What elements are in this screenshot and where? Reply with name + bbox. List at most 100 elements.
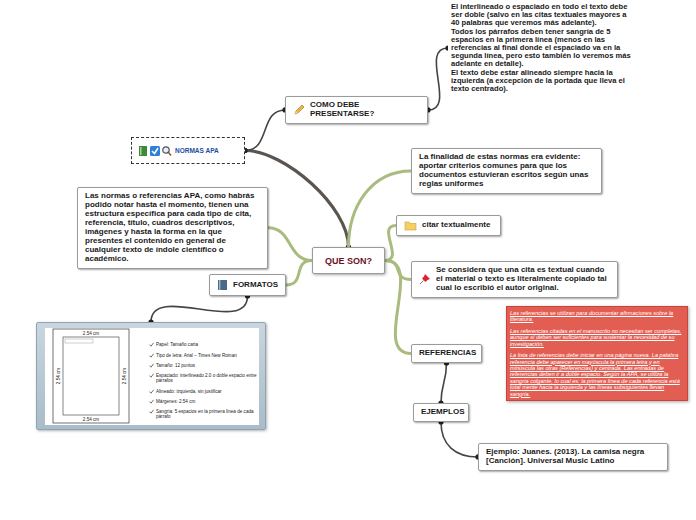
topic-box: Ejemplo: Juanes. (2013). La camisa negra…: [478, 443, 668, 471]
format-list: Papel: Tamaño cartaTipo de letra: Arial …: [149, 340, 261, 422]
connector: [425, 45, 450, 112]
connector: [148, 293, 250, 324]
topic-box: citar textualmente: [396, 215, 501, 236]
book-cover: [218, 280, 227, 290]
list-item: Papel: Tamaño carta: [149, 342, 261, 347]
list-item: Espaciado: interlineado 2.0 o doble espa…: [149, 373, 261, 384]
node-text: REFERENCIAS: [419, 349, 476, 358]
connector: [242, 107, 287, 153]
list-item: Tipo de letra: Arial – Times New Roman: [149, 353, 261, 358]
check-mark: [149, 342, 154, 347]
header-mark: [65, 339, 93, 343]
node-text: EJEMPLOS: [421, 408, 465, 417]
book-icon: [217, 279, 228, 291]
node-text: El texto debe estar alineado siempre hac…: [451, 69, 631, 94]
connector-line: [441, 422, 478, 457]
node-text: La finalidad de estas normas era evident…: [419, 153, 594, 189]
node-text: NORMAS APA: [175, 147, 219, 154]
connector: [385, 261, 411, 354]
connector: [438, 419, 480, 459]
list-text: Tipo de letra: Arial – Times New Roman: [156, 353, 237, 358]
pencil-body: [295, 105, 304, 114]
topic-box: REFERENCIAS: [411, 344, 482, 363]
connector-line: [286, 261, 312, 286]
node-text: Todos los párrafos deben tener sangría d…: [451, 28, 631, 69]
pin-icon: [419, 273, 431, 285]
node-text: FORMATOS: [233, 281, 278, 290]
node-text: COMO DEBE PRESENTARSE?: [310, 101, 420, 119]
page-outline: [53, 329, 129, 423]
connector: [286, 261, 312, 286]
topic-box: Las normas o referencias APA, como habrá…: [77, 187, 268, 269]
topic-box: FORMATOS: [209, 274, 286, 296]
book-icon: [139, 146, 147, 156]
check-mark: [149, 373, 154, 378]
connector-line: [428, 48, 448, 110]
node-text: La lista de referencias debe iniciar en …: [510, 352, 684, 397]
check-mark: [149, 353, 154, 358]
check-mark: [149, 409, 154, 414]
sticky-note: Las referencias se utilizan para documen…: [506, 306, 688, 401]
magnifier-icon: [163, 146, 169, 152]
check-icon: [150, 146, 160, 156]
connector-line: [151, 296, 248, 322]
check-stroke: [150, 410, 154, 413]
node-text: Las referencias citadas en el manuscrito…: [510, 328, 684, 347]
check-stroke: [150, 353, 154, 356]
connector: [438, 360, 449, 405]
check-mark: [149, 389, 154, 394]
node-text: Se considera que una cita es textual cua…: [436, 266, 610, 293]
main-topic: NORMAS APA: [131, 137, 245, 164]
connector-line: [385, 226, 396, 261]
pin-needle: [420, 281, 424, 285]
connector: [385, 226, 396, 261]
connector-line: [245, 110, 285, 151]
check-stroke: [150, 364, 154, 367]
list-text: Márgenes: 2.54 cm: [156, 399, 195, 404]
margin-outline: [63, 337, 119, 415]
topic-box: La finalidad de estas normas era evident…: [411, 148, 602, 194]
dimension-label: 2.54 cm: [83, 417, 99, 422]
book-spine: [140, 147, 142, 155]
topic-box: EJEMPLOS: [413, 403, 469, 422]
pencil-icon: [293, 104, 305, 116]
folder-shape: [405, 222, 416, 230]
check-stroke: [150, 343, 154, 346]
node-text: QUE SON?: [325, 256, 372, 266]
list-item: Márgenes: 2.54 cm: [149, 399, 261, 404]
note-text: El interlineado o espaciado en todo el t…: [448, 2, 634, 94]
list-item: Tamaño: 12 puntos: [149, 363, 261, 368]
node-text: Ejemplo: Juanes. (2013). La camisa negra…: [486, 448, 660, 466]
connector-line: [441, 363, 447, 403]
check-mark: [149, 363, 154, 368]
node-text: Las referencias se utilizan para documen…: [510, 310, 684, 323]
connector: [268, 228, 312, 261]
dimension-label: 2.54 cm: [83, 331, 99, 336]
check-stroke: [150, 400, 154, 403]
list-item: Alineado: izquierda, sin justificar: [149, 389, 261, 394]
folder-icon: [404, 220, 417, 231]
connector-line: [385, 261, 411, 354]
magnifier-handle: [168, 152, 171, 155]
dimension-label: 2.54 cm: [122, 368, 127, 384]
list-text: Espaciado: interlineado 2.0 o doble espa…: [156, 373, 261, 384]
check-stroke: [150, 389, 154, 392]
list-item: Sangría: 5 espacios en la primera línea …: [149, 409, 261, 420]
image-panel: 2.54 cm2.54 cm2.54 cm2.54 cmPapel: Tamañ…: [45, 328, 259, 425]
check-mark: [152, 148, 158, 154]
check-stroke: [150, 374, 154, 377]
node-text: Las normas o referencias APA, como habrá…: [85, 192, 260, 264]
node-text: El interlineado o espaciado en todo el t…: [451, 3, 631, 28]
icon-group: [138, 145, 172, 157]
topic-box: Se considera que una cita es textual cua…: [411, 261, 618, 298]
central-topic: QUE SON?: [312, 247, 385, 274]
book-spine: [219, 280, 220, 290]
topic-box: COMO DEBE PRESENTARSE?: [285, 96, 428, 124]
format-image: 2.54 cm2.54 cm2.54 cm2.54 cmPapel: Tamañ…: [36, 322, 266, 430]
check-mark: [149, 399, 154, 404]
connector-line: [268, 228, 312, 261]
node-text: citar textualmente: [422, 221, 490, 230]
pencil-tip: [295, 111, 298, 114]
list-text: Alineado: izquierda, sin justificar: [156, 389, 222, 394]
list-text: Papel: Tamaño carta: [156, 342, 198, 347]
